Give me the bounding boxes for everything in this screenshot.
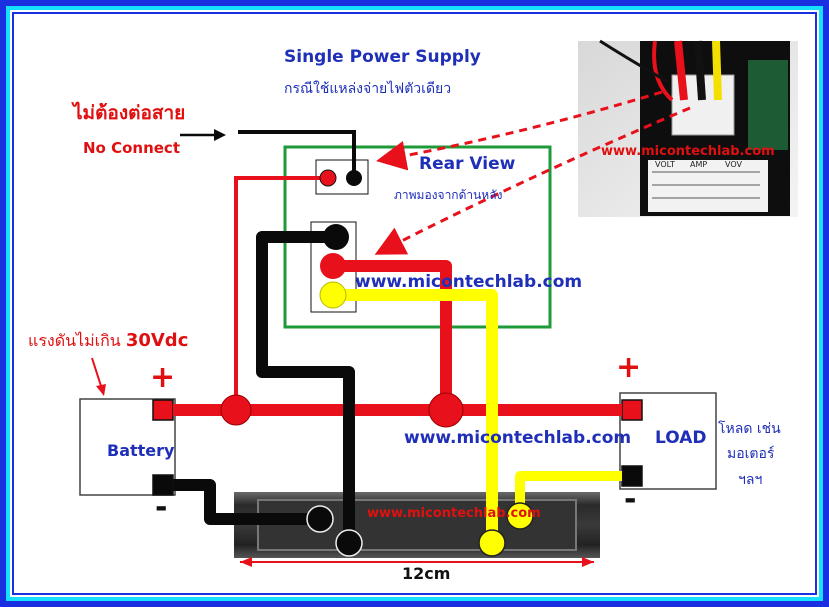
load-negative-wire [515,471,622,515]
load-minus-sign: - [624,482,637,517]
rear-view-thai-label: ภาพมองจากด้านหลัง [394,188,503,202]
panel-watermark: www.micontechlab.com [355,272,583,292]
photo-label-vov: VOV [725,160,742,169]
load-note-line-2: มอเตอร์ [727,446,775,462]
meter-photo [578,39,798,217]
black-sense-wire [256,231,355,543]
photo-label-amp: AMP [690,160,708,169]
yellow-sense-wire [330,289,498,543]
junction-dots [220,169,534,557]
battery-plus-sign: + [150,360,176,395]
shunt-watermark: www.micontechlab.com [367,506,541,521]
voltage-limit-thai: แรงดันไม่เกิน [28,331,121,350]
load-note-line-1: โหลด เช่น [718,421,781,437]
rear-view-label: Rear View [419,154,516,174]
load-label: LOAD [655,428,707,448]
dimension-left-arrow [240,557,252,567]
dimension-right-arrow [582,557,594,567]
battery-label: Battery [107,441,175,460]
frame-inner [6,6,823,601]
voltage-limit-value: 30Vdc [125,330,189,351]
diagram-subtitle: กรณีใช้แหล่งจ่ายไฟตัวเดียว [284,81,452,97]
battery-minus-sign: - [155,490,168,525]
frame-line [12,12,817,595]
voltage-limit-label: แรงดันไม่เกิน 30Vdc [28,329,188,354]
no-connect-wire [238,130,356,176]
no-connect-thai-label: ไม่ต้องต่อสาย [73,102,186,124]
voltage-limit-arrowhead [96,384,106,396]
battery-negative-wire [173,479,318,525]
photo-label-volt: VOLT [655,160,675,169]
load-positive-terminal [621,399,643,421]
battery-positive-terminal [152,399,174,421]
sense-pointer-arrow [374,106,691,255]
voltage-limit-arrow [91,357,102,387]
photo-watermark: www.micontechlab.com [601,144,775,159]
load-note-line-3: ฯลฯ [738,472,763,488]
center-watermark: www.micontechlab.com [404,428,632,448]
load-plus-sign: + [616,350,642,385]
shunt-length-label: 12cm [402,564,451,583]
connector-pointer-arrow [376,90,663,171]
diagram-title: Single Power Supply [284,47,481,67]
no-connect-label: No Connect [83,139,180,157]
red-power-wire [234,176,328,410]
no-connect-arrowhead [214,129,226,141]
